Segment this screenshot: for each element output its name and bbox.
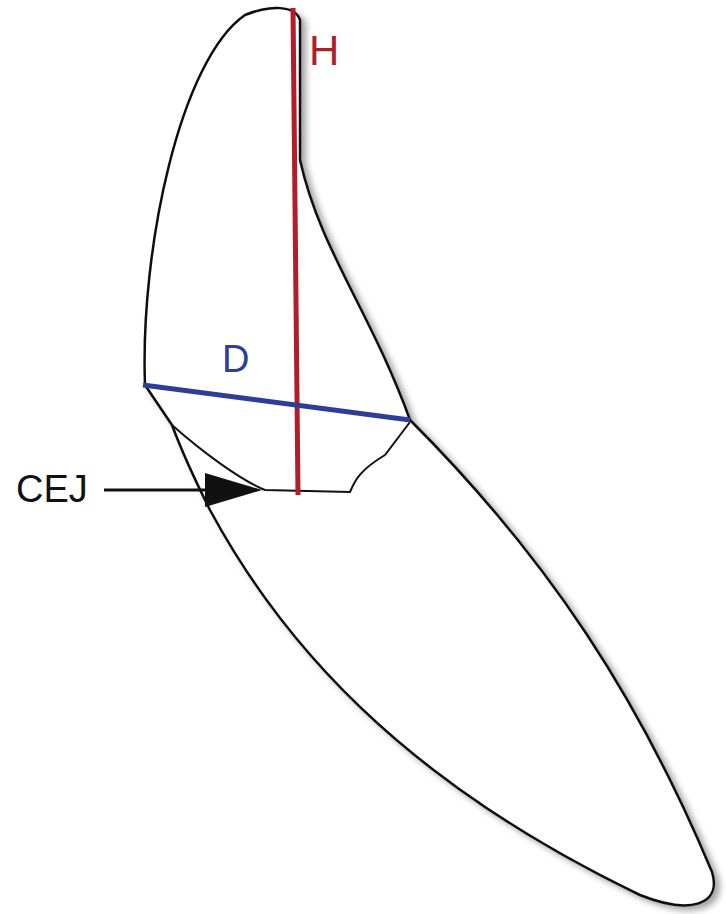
diameter-line: [143, 385, 410, 420]
height-line: [293, 8, 298, 495]
height-label: H: [309, 30, 339, 72]
diameter-label: D: [222, 340, 249, 378]
arrow-head: [205, 473, 262, 507]
leader-line: [104, 489, 215, 492]
cej-label: CEJ: [16, 470, 88, 508]
tooth-outline: [145, 8, 714, 905]
